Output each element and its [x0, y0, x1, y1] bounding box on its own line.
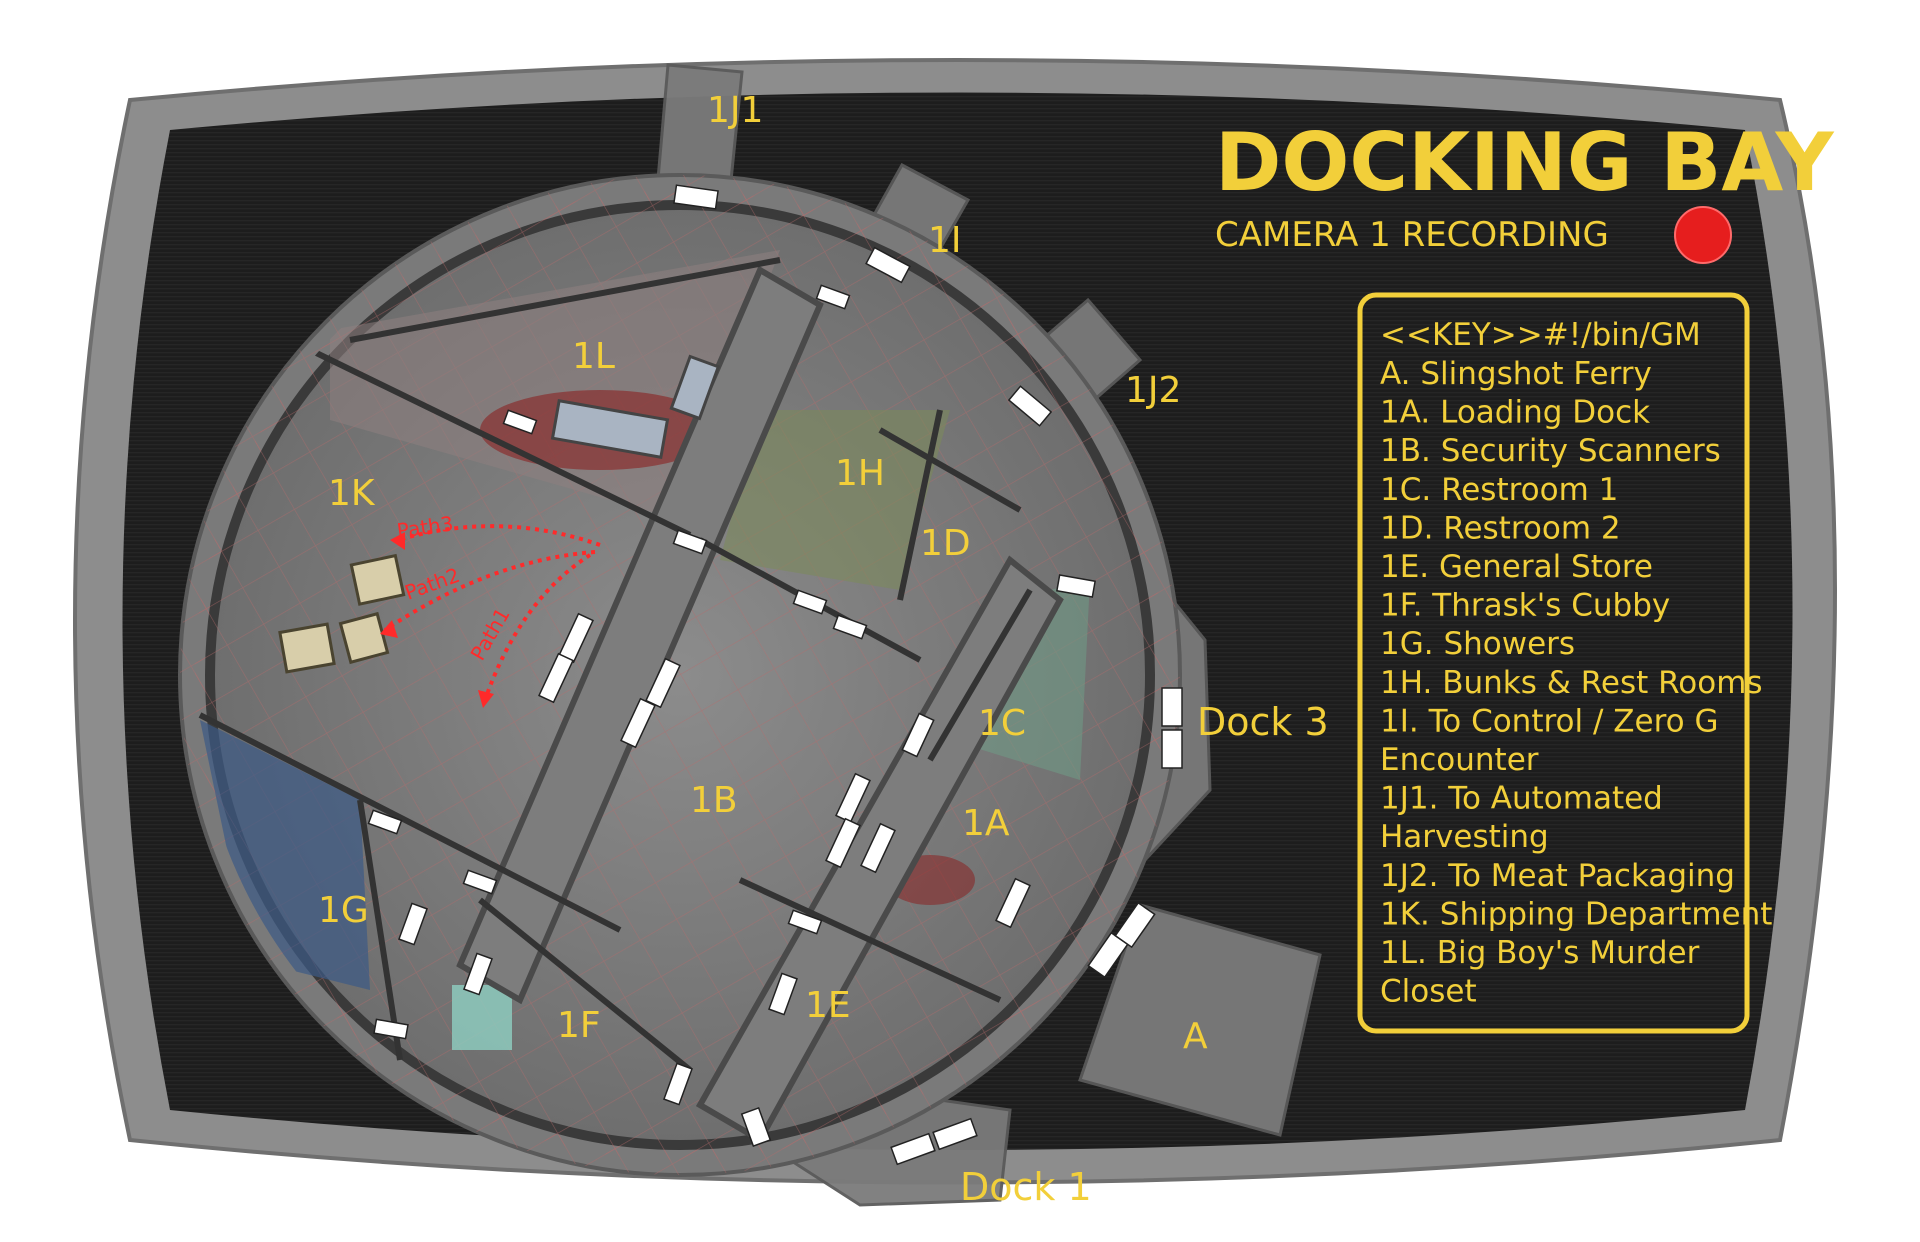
key-line: 1G. Showers	[1380, 626, 1575, 662]
key-line: 1D. Restroom 2	[1380, 510, 1621, 546]
cabinet-1l	[669, 354, 721, 421]
label-1k: 1K	[328, 473, 376, 514]
key-box	[1357, 292, 1750, 1034]
label-1b: 1B	[690, 780, 738, 821]
label-1d: 1D	[920, 523, 971, 564]
bed-1f	[452, 985, 512, 1050]
key-line: 1A. Loading Dock	[1380, 395, 1650, 431]
crates	[278, 553, 406, 674]
key-line: Encounter	[1380, 742, 1539, 778]
key-line: 1H. Bunks & Rest Rooms	[1380, 665, 1763, 701]
corridor-diagonal-north	[456, 265, 824, 1005]
ferry-a	[1078, 903, 1322, 1137]
key-line: 1J2. To Meat Packaging	[1380, 858, 1735, 894]
path1-line	[483, 553, 592, 701]
label-1j1: 1J1	[707, 90, 763, 131]
label-1h: 1H	[835, 453, 885, 494]
path3-line	[397, 524, 601, 547]
key-line: 1F. Thrask's Cubby	[1380, 588, 1670, 624]
path-arrowheads	[380, 532, 494, 708]
label-1g: 1G	[318, 890, 369, 931]
key-line: 1B. Security Scanners	[1380, 433, 1721, 469]
key-header: <<KEY>>#!/bin/GM	[1380, 317, 1701, 353]
label-1l: 1L	[572, 336, 615, 377]
label-1j2: 1J2	[1125, 370, 1181, 411]
key-line: 1C. Restroom 1	[1380, 472, 1618, 508]
label-1c: 1C	[978, 703, 1026, 744]
key-line: A. Slingshot Ferry	[1380, 356, 1652, 392]
map-subtitle: CAMERA 1 RECORDING	[1215, 215, 1609, 255]
route-paths	[383, 524, 601, 701]
crate-1l	[550, 399, 670, 459]
key-line: Harvesting	[1380, 819, 1549, 855]
key-line: 1J1. To Automated	[1380, 781, 1663, 817]
label-dock1: Dock 1	[960, 1165, 1092, 1209]
label-a: A	[1183, 1016, 1208, 1057]
room-walls	[198, 257, 1033, 1073]
key-line: 1K. Shipping Department	[1380, 896, 1772, 932]
key-line: 1E. General Store	[1380, 549, 1653, 585]
map-title: DOCKING BAY	[1215, 116, 1835, 209]
key-line: Closet	[1380, 974, 1477, 1010]
recording-dot	[1674, 206, 1732, 264]
key-line: 1L. Big Boy's Murder	[1380, 935, 1700, 971]
room-labels: 1J1 1I 1J2 1L 1K 1H 1D 1C 1B 1A 1G 1F 1E…	[318, 90, 1329, 1209]
label-dock3: Dock 3	[1197, 700, 1329, 744]
label-1a: 1A	[962, 803, 1010, 844]
label-1i: 1I	[928, 220, 962, 261]
room-1h-floor	[720, 410, 950, 590]
label-1f: 1F	[557, 1005, 601, 1046]
label-1e: 1E	[805, 985, 851, 1026]
door-markers	[367, 184, 1183, 1166]
key-line: 1I. To Control / Zero G	[1380, 703, 1719, 739]
